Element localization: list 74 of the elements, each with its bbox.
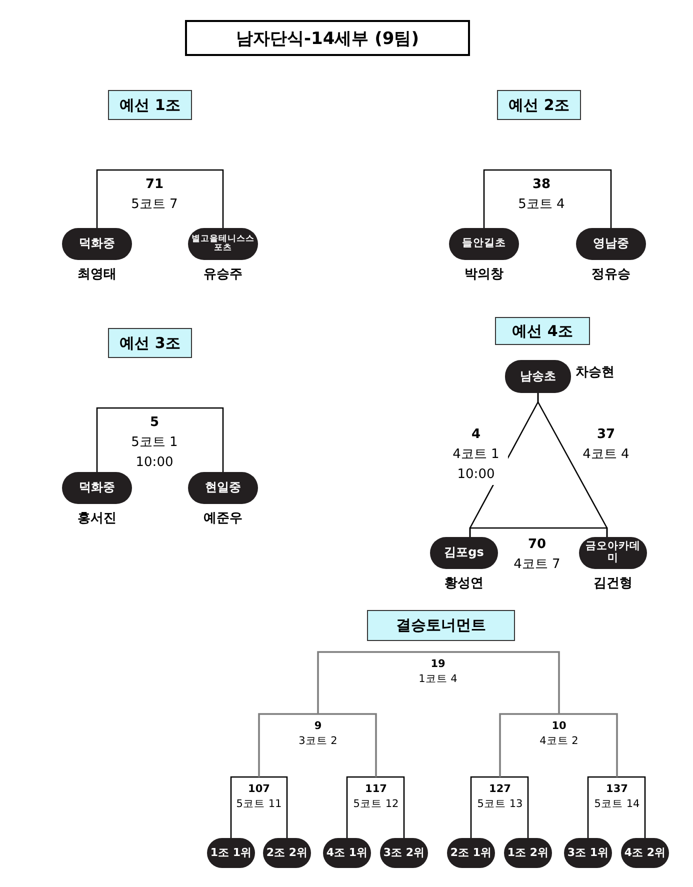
bracket-line	[230, 776, 259, 838]
team-pill: 별고을테니스스포츠	[188, 228, 258, 260]
player-name: 황성연	[444, 575, 484, 592]
court-label: 5코트 13	[477, 797, 523, 812]
team-pill: 4조 1위	[323, 838, 371, 868]
player-name: 박의창	[464, 266, 504, 283]
court-label: 5코트 12	[353, 797, 399, 812]
team-pill: 김포gs	[430, 537, 498, 569]
group-header: 예선 1조	[108, 90, 192, 120]
group-header: 예선 2조	[497, 90, 581, 120]
bracket-line	[438, 651, 560, 714]
bracket-line	[258, 713, 318, 777]
team-pill: 덕화중	[62, 472, 132, 504]
bracket-line	[470, 776, 500, 838]
bracket-line	[542, 169, 612, 228]
title: 남자단식-14세부 (9팀)	[185, 20, 470, 56]
court-label: 5코트 7	[131, 196, 178, 214]
match-number: 127	[489, 782, 511, 797]
team-pill: 남송초	[505, 360, 571, 393]
match-number: 5	[150, 414, 160, 432]
team-pill: 덕화중	[62, 228, 132, 260]
player-name: 차승현	[576, 364, 614, 381]
bracket-line	[96, 407, 154, 472]
player-name: 홍서진	[78, 510, 116, 527]
player-name: 예준우	[204, 510, 242, 527]
match-number: 38	[532, 176, 551, 194]
team-pill: 2조 2위	[263, 838, 311, 868]
team-pill: 3조 2위	[380, 838, 428, 868]
match-number: 9	[314, 719, 322, 734]
court-label: 5코트 1	[131, 434, 178, 452]
bracket-line	[376, 776, 405, 838]
bracket-line	[317, 651, 438, 714]
group-header: 예선 4조	[495, 317, 590, 345]
match-number: 71	[145, 176, 164, 194]
match-number: 10	[552, 719, 566, 734]
bracket-line	[154, 169, 224, 228]
match-number: 117	[365, 782, 387, 797]
team-pill: 현일중	[188, 472, 258, 504]
match-number: 19	[430, 657, 446, 672]
team-pill: 4조 2위	[621, 838, 669, 868]
bracket-line	[587, 776, 617, 838]
team-pill: 1조 2위	[504, 838, 552, 868]
bracket-line	[483, 169, 542, 228]
bracket-line	[318, 713, 377, 777]
match-number: 107	[248, 782, 270, 797]
team-pill: 1조 1위	[207, 838, 255, 868]
bracket-line	[346, 776, 376, 838]
court-label: 1코트 4	[418, 672, 458, 687]
group-header: 결승토너먼트	[367, 610, 515, 641]
bracket-line	[469, 527, 608, 537]
court-label: 4코트 2	[540, 734, 578, 749]
player-name: 유승주	[204, 266, 242, 283]
court-label: 5코트 14	[594, 797, 640, 812]
court-label: 3코트 2	[298, 734, 338, 749]
team-pill: 들안길초	[449, 228, 519, 260]
bracket-line	[499, 713, 559, 777]
match-number: 137	[606, 782, 628, 797]
bracket-line	[500, 776, 529, 838]
bracket-line	[96, 169, 154, 228]
team-pill: 금오아카데미	[579, 537, 647, 569]
bracket-line	[154, 407, 224, 472]
team-pill: 영남중	[576, 228, 646, 260]
court-label: 5코트 11	[236, 797, 282, 812]
time-label: 10:00	[136, 454, 174, 472]
bracket-line	[617, 776, 646, 838]
team-pill: 2조 1위	[447, 838, 495, 868]
group-header: 예선 3조	[108, 328, 192, 358]
player-name: 정유승	[592, 266, 630, 283]
player-name: 최영태	[78, 266, 116, 283]
court-label: 5코트 4	[518, 196, 565, 214]
player-name: 김건형	[594, 575, 632, 592]
team-pill: 3조 1위	[564, 838, 612, 868]
bracket-line	[559, 713, 618, 777]
bracket-line	[259, 776, 288, 838]
